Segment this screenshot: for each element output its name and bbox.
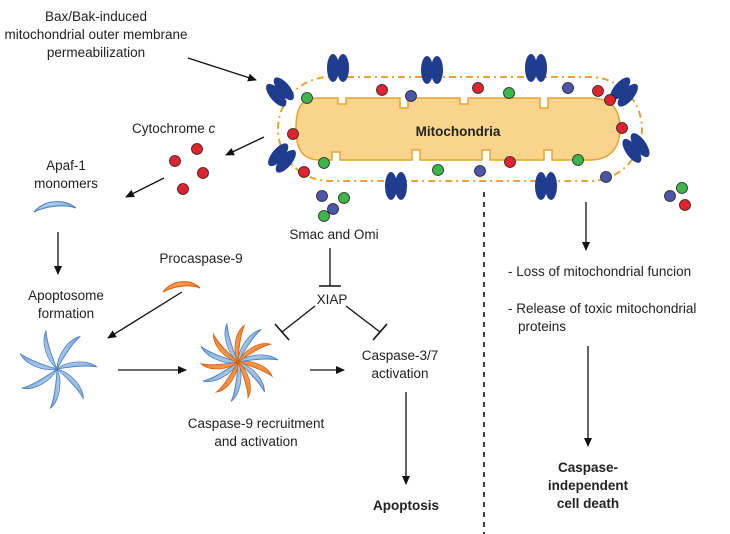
apaf-monomer-icon (33, 201, 77, 213)
caspase9-label-line2: and activation (214, 434, 297, 449)
release-toxic-label-line2: proteins (518, 319, 566, 334)
procaspase9-label: Procaspase-9 (159, 251, 242, 266)
xiap-label: XIAP (317, 292, 348, 307)
procaspase-icon (162, 281, 201, 293)
released-proteins-right (664, 182, 691, 211)
cytochrome-c-dot-icon (287, 82, 628, 183)
caspase-independent-label-line3: cell death (557, 496, 619, 511)
caspase37-label-line2: activation (371, 366, 428, 381)
bax-bak-label-line3: permeabilization (47, 45, 145, 60)
caspase-independent-label-line2: independent (548, 478, 629, 493)
caspase9-apoptosome-icon (198, 322, 279, 403)
caspase37-label-line1: Caspase-3/7 (362, 348, 439, 363)
apoptosome-label-line2: formation (38, 306, 94, 321)
bax-bak-label-line1: Bax/Bak-induced (45, 9, 147, 24)
loss-of-function-label: - Loss of mitochondrial funcion (508, 264, 691, 279)
released-cytochrome-c (169, 143, 209, 195)
apoptosome-label-line1: Apoptosome (28, 288, 104, 303)
apaf1-label-line2: monomers (34, 176, 98, 191)
apoptosome-icon (17, 329, 98, 410)
caspase-independent-label-line1: Caspase- (558, 460, 618, 475)
cytochrome-c-label: Cytochrome c (132, 121, 216, 136)
bax-bak-label-line2: mitochondrial outer membrane (4, 27, 187, 42)
smac-omi-label: Smac and Omi (289, 227, 378, 242)
apoptosis-label: Apoptosis (373, 498, 439, 513)
mitochondria-label: Mitochondria (416, 124, 501, 139)
caspase9-label-line1: Caspase-9 recruitment (188, 416, 325, 431)
release-toxic-label-line1: - Release of toxic mitochondrial (508, 301, 696, 316)
released-smac-omi (316, 190, 350, 222)
apaf1-label-line1: Apaf-1 (46, 158, 86, 173)
